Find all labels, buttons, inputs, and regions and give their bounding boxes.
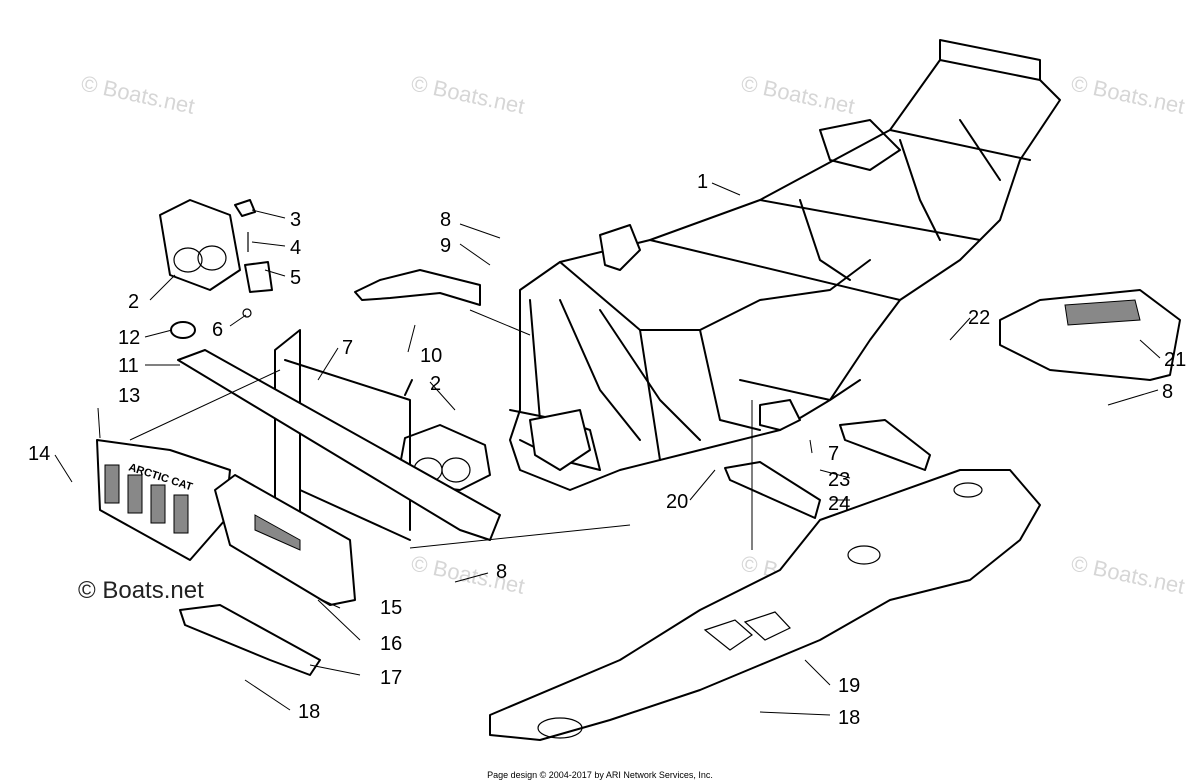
callout-7-right: 7 — [828, 443, 839, 465]
grille: ARCTIC CAT — [96, 439, 231, 561]
main-skid-plate — [489, 469, 1041, 741]
callout-18-right: 18 — [838, 707, 860, 729]
watermark: © Boats.net — [79, 70, 197, 118]
callout-3: 3 — [290, 209, 301, 231]
callout-9: 9 — [440, 235, 451, 257]
callout-11: 11 — [118, 355, 139, 377]
watermark: © Boats.net — [739, 70, 857, 118]
callout-24: 24 — [828, 493, 850, 515]
callout-5: 5 — [290, 267, 301, 289]
front-skid-plate — [214, 474, 356, 606]
callout-20: 20 — [666, 491, 688, 513]
callout-2-left: 2 — [128, 291, 139, 313]
callout-18-left: 18 — [298, 701, 320, 723]
callout-13: 13 — [118, 385, 140, 407]
front-bracket — [179, 604, 321, 676]
callout-15: 15 — [380, 597, 402, 619]
callout-2-right: 2 — [430, 373, 441, 395]
watermark: © Boats.net — [409, 550, 527, 598]
callout-16: 16 — [380, 633, 402, 655]
callout-1: 1 — [697, 171, 708, 193]
callout-labels: 1 2 2 3 4 5 6 7 7 8 8 8 9 10 11 12 13 14… — [28, 171, 1186, 729]
callout-4: 4 — [290, 237, 301, 259]
mud-flaps — [724, 419, 931, 519]
callout-14: 14 — [28, 443, 50, 465]
headlight-left — [159, 199, 241, 291]
callout-8-bottom: 8 — [496, 561, 507, 583]
callout-22: 22 — [968, 307, 990, 329]
callout-17: 17 — [380, 667, 402, 689]
callout-23: 23 — [828, 469, 850, 491]
page-footer: Page design © 2004-2017 by ARI Network S… — [487, 770, 713, 780]
leader-lines — [54, 182, 1161, 716]
bumper-tube — [177, 349, 501, 541]
callout-19: 19 — [838, 675, 860, 697]
callout-8-top: 8 — [440, 209, 451, 231]
watermark: © Boats.net — [1069, 70, 1187, 118]
cap — [170, 321, 196, 339]
callout-12: 12 — [118, 327, 140, 349]
rear-rack-tube — [354, 269, 481, 306]
footrest — [999, 289, 1181, 381]
callout-6: 6 — [212, 319, 223, 341]
logo-watermark: © Boats.net — [78, 577, 204, 604]
headlight-hardware — [234, 199, 273, 318]
main-frame — [509, 39, 1061, 491]
watermark: © Boats.net — [409, 70, 527, 118]
callout-10: 10 — [420, 345, 442, 367]
callout-8-right: 8 — [1162, 381, 1173, 403]
callout-21: 21 — [1164, 349, 1186, 371]
watermark: © Boats.net — [1069, 550, 1187, 598]
callout-7-left: 7 — [342, 337, 353, 359]
